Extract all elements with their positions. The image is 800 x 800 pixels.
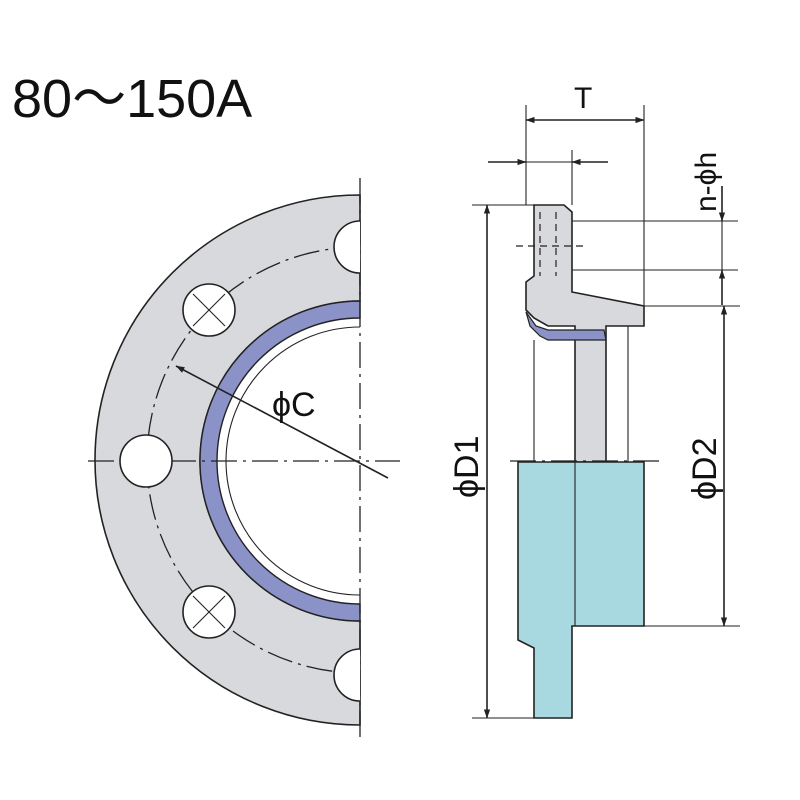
bolt-hole [119, 434, 173, 488]
bolt-hole [333, 648, 361, 702]
flange-front-view: ϕC [88, 178, 400, 742]
d2-label: ϕD2 [686, 437, 724, 500]
bolt-hole-dimension: n-ϕh [572, 152, 738, 305]
section-gasket [525, 311, 607, 341]
gasket-thickness-dimension [488, 150, 608, 205]
thickness-label: T [574, 82, 592, 115]
lower-section-cut [517, 461, 645, 719]
d1-dimension: ϕD1 [448, 204, 534, 719]
bolt-hole [182, 585, 236, 639]
bolt-hole [333, 220, 361, 274]
flange-side-section [510, 204, 660, 719]
thickness-dimension: T [525, 82, 645, 306]
bolt-hole [182, 283, 236, 337]
d2-dimension: ϕD2 [644, 305, 740, 627]
size-range-title: 80〜150A [12, 69, 252, 129]
pcd-label: ϕC [272, 386, 316, 424]
bolt-hole-label: n-ϕh [690, 152, 723, 212]
pcd-leader-arrow [175, 365, 389, 479]
d1-label: ϕD1 [448, 435, 486, 498]
